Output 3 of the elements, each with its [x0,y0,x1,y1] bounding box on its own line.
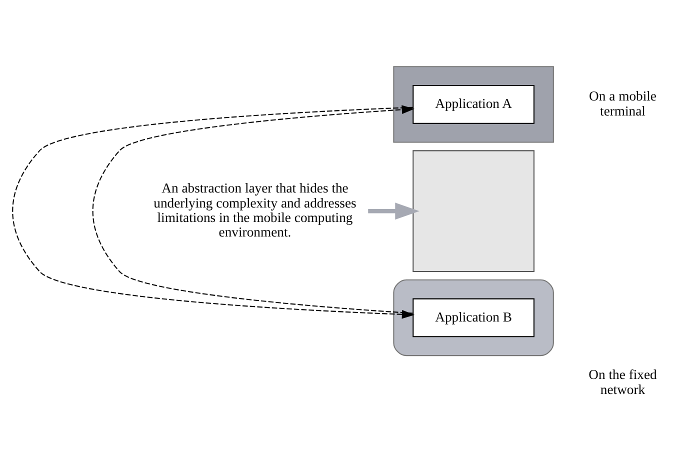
label: On a mobile terminal [589,88,656,118]
label: On the fixed network [588,366,657,396]
node-text: An abstraction layer that hides the underlying complexity and addresses limitations in the mobile computing environment. [154,180,356,240]
